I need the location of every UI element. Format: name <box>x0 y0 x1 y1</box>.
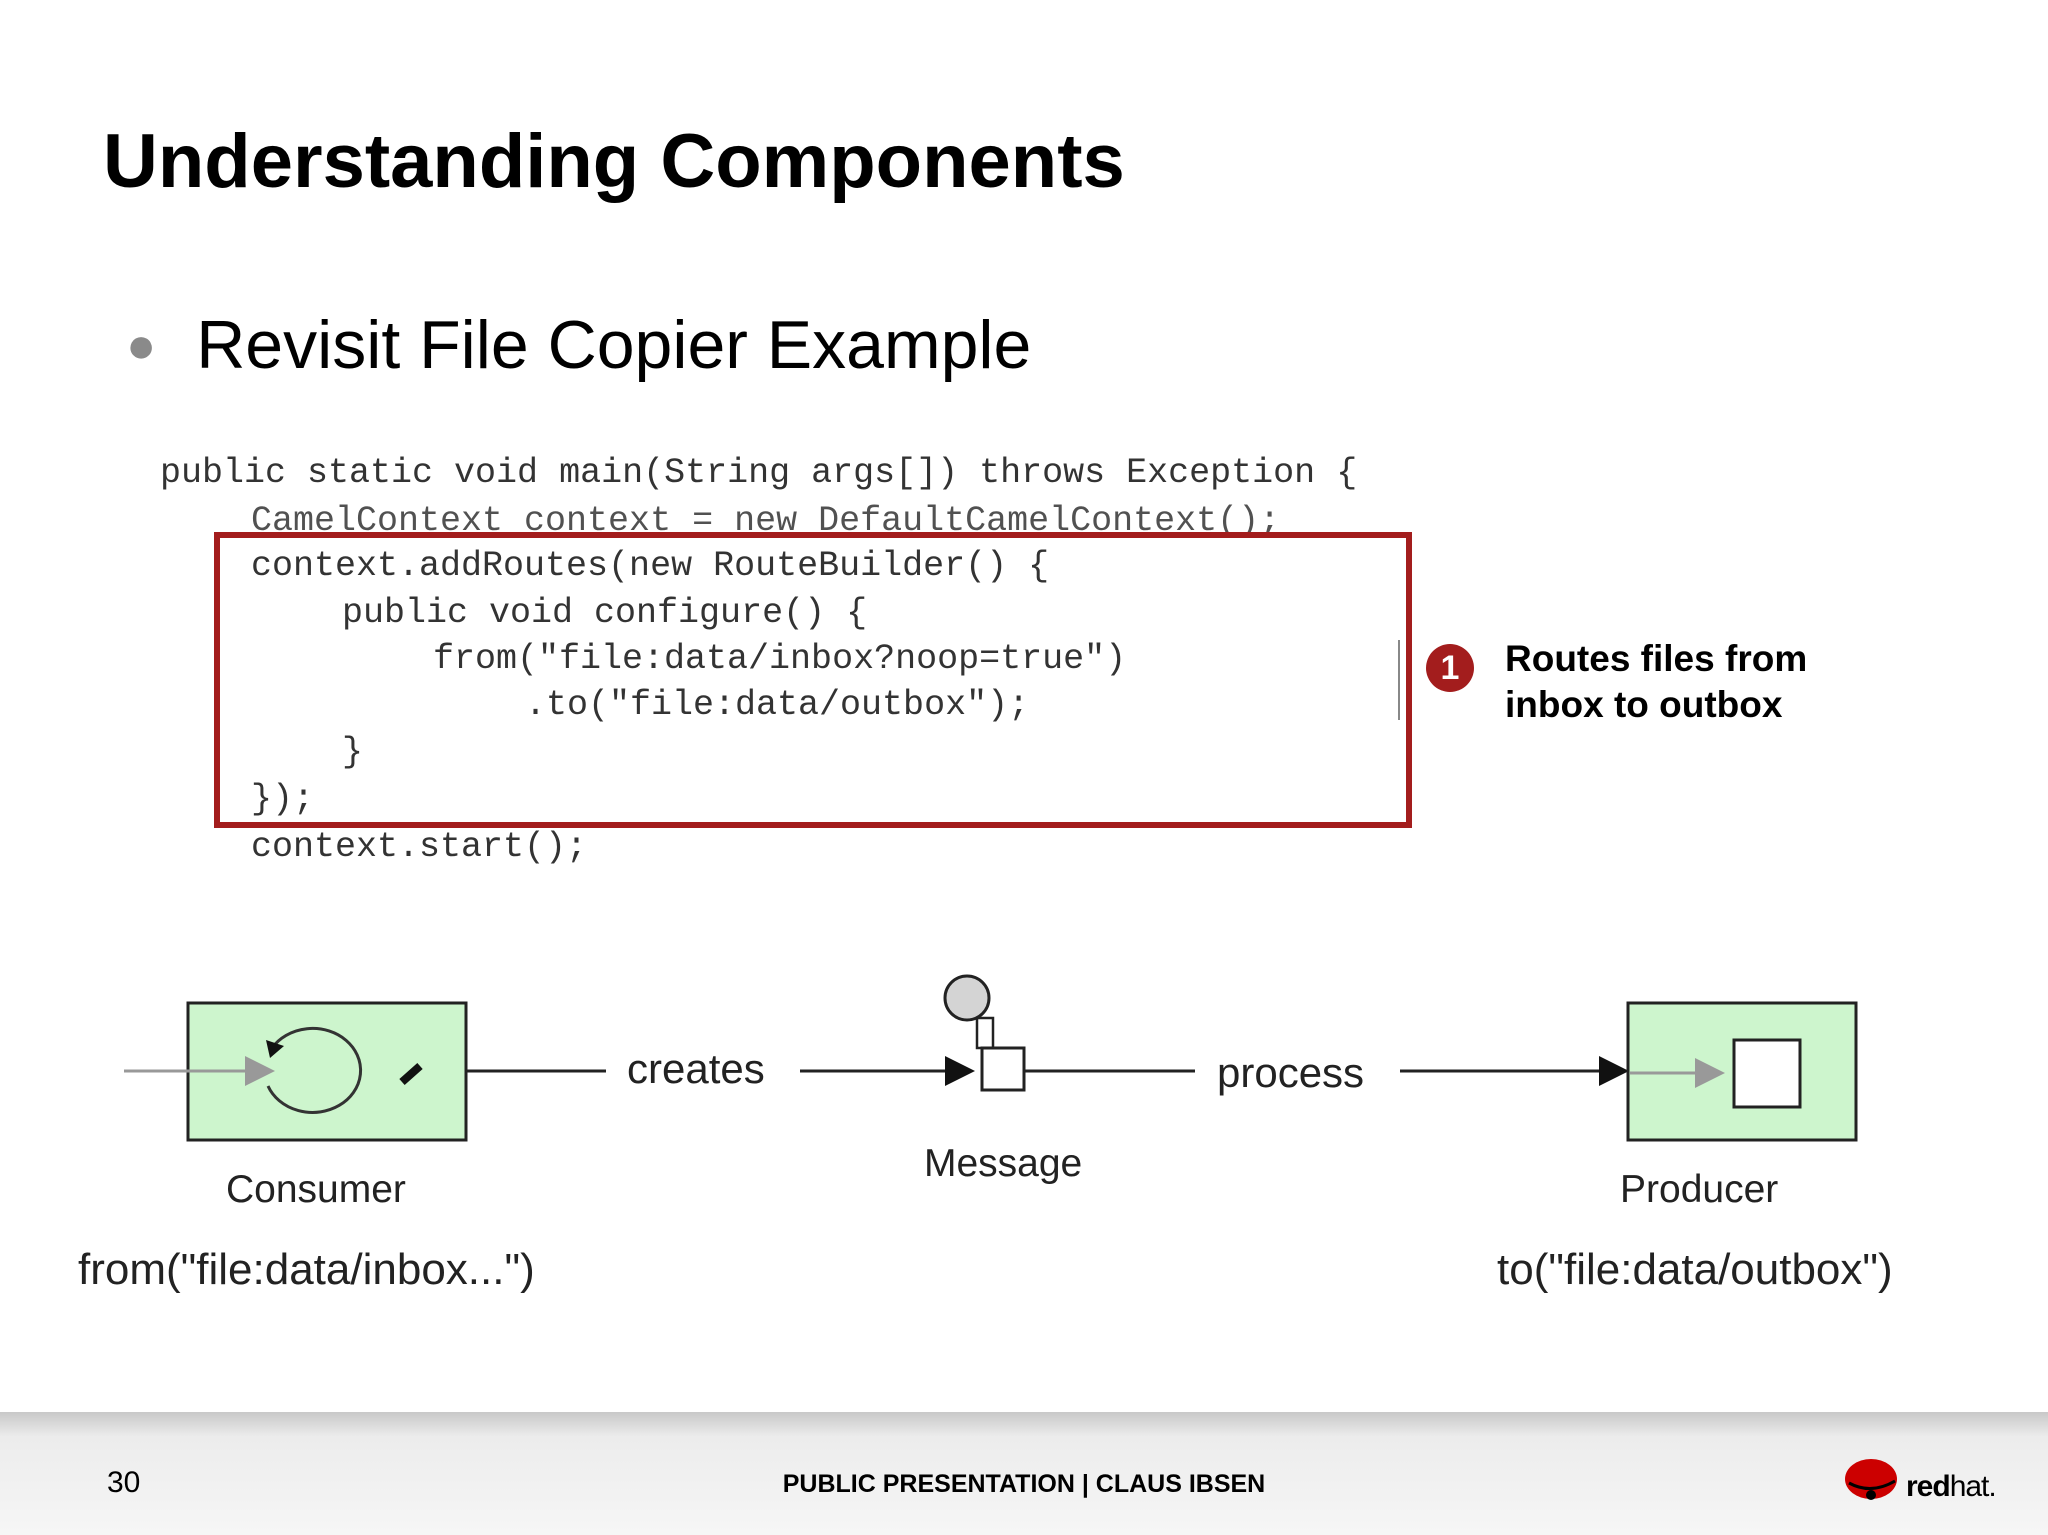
callout-line-1: Routes files from <box>1505 638 1808 679</box>
label-consumer: Consumer <box>226 1168 406 1211</box>
code-line-1: public static void main(String args[]) t… <box>160 453 1358 493</box>
consumer-uri: from("file:data/inbox...") <box>78 1245 535 1294</box>
code-line-3: context.addRoutes(new RouteBuilder() { <box>251 546 1050 586</box>
footer-bar <box>0 1412 2048 1535</box>
brand-suffix: hat. <box>1949 1470 1997 1503</box>
page-number: 30 <box>107 1466 141 1499</box>
producer-output-icon <box>1732 1038 1802 1109</box>
message-link-icon <box>975 1016 995 1050</box>
bullet-item: ● Revisit File Copier Example <box>126 306 1031 384</box>
label-producer: Producer <box>1620 1168 1779 1211</box>
redhat-logo-icon <box>1845 1459 1897 1500</box>
label-process: process <box>1217 1049 1365 1096</box>
bullet-text: Revisit File Copier Example <box>196 307 1032 383</box>
code-line-7: } <box>342 732 364 772</box>
label-message: Message <box>924 1142 1083 1185</box>
message-header-icon <box>943 974 991 1022</box>
callout-text: Routes files from inbox to outbox <box>1505 636 1807 728</box>
brand-prefix: red <box>1906 1470 1951 1503</box>
bullet-dot: ● <box>126 317 157 373</box>
code-line-4: public void configure() { <box>342 593 868 633</box>
code-line-5: from("file:data/inbox?noop=true") <box>433 639 1127 679</box>
code-line-8: }); <box>251 779 315 819</box>
code-line-6: .to("file:data/outbox"); <box>525 685 1030 725</box>
polling-loop-arrowhead <box>266 1040 284 1058</box>
route-highlight-box <box>214 532 1412 828</box>
producer-uri: to("file:data/outbox") <box>1497 1245 1893 1294</box>
callout-line-2: inbox to outbox <box>1505 684 1783 725</box>
label-creates: creates <box>627 1045 765 1092</box>
polling-loop-icon <box>266 1027 363 1114</box>
message-body-icon <box>980 1046 1026 1092</box>
callout-bracket <box>1398 640 1400 720</box>
callout-number-badge: 1 <box>1426 644 1474 692</box>
code-line-9: context.start(); <box>251 827 588 867</box>
slide-title: Understanding Components <box>103 119 1125 204</box>
footer-text: PUBLIC PRESENTATION | CLAUS IBSEN <box>782 1470 1266 1498</box>
redhat-wordmark: redhat. <box>1906 1470 1997 1504</box>
consumer-output-tick <box>399 1063 423 1085</box>
